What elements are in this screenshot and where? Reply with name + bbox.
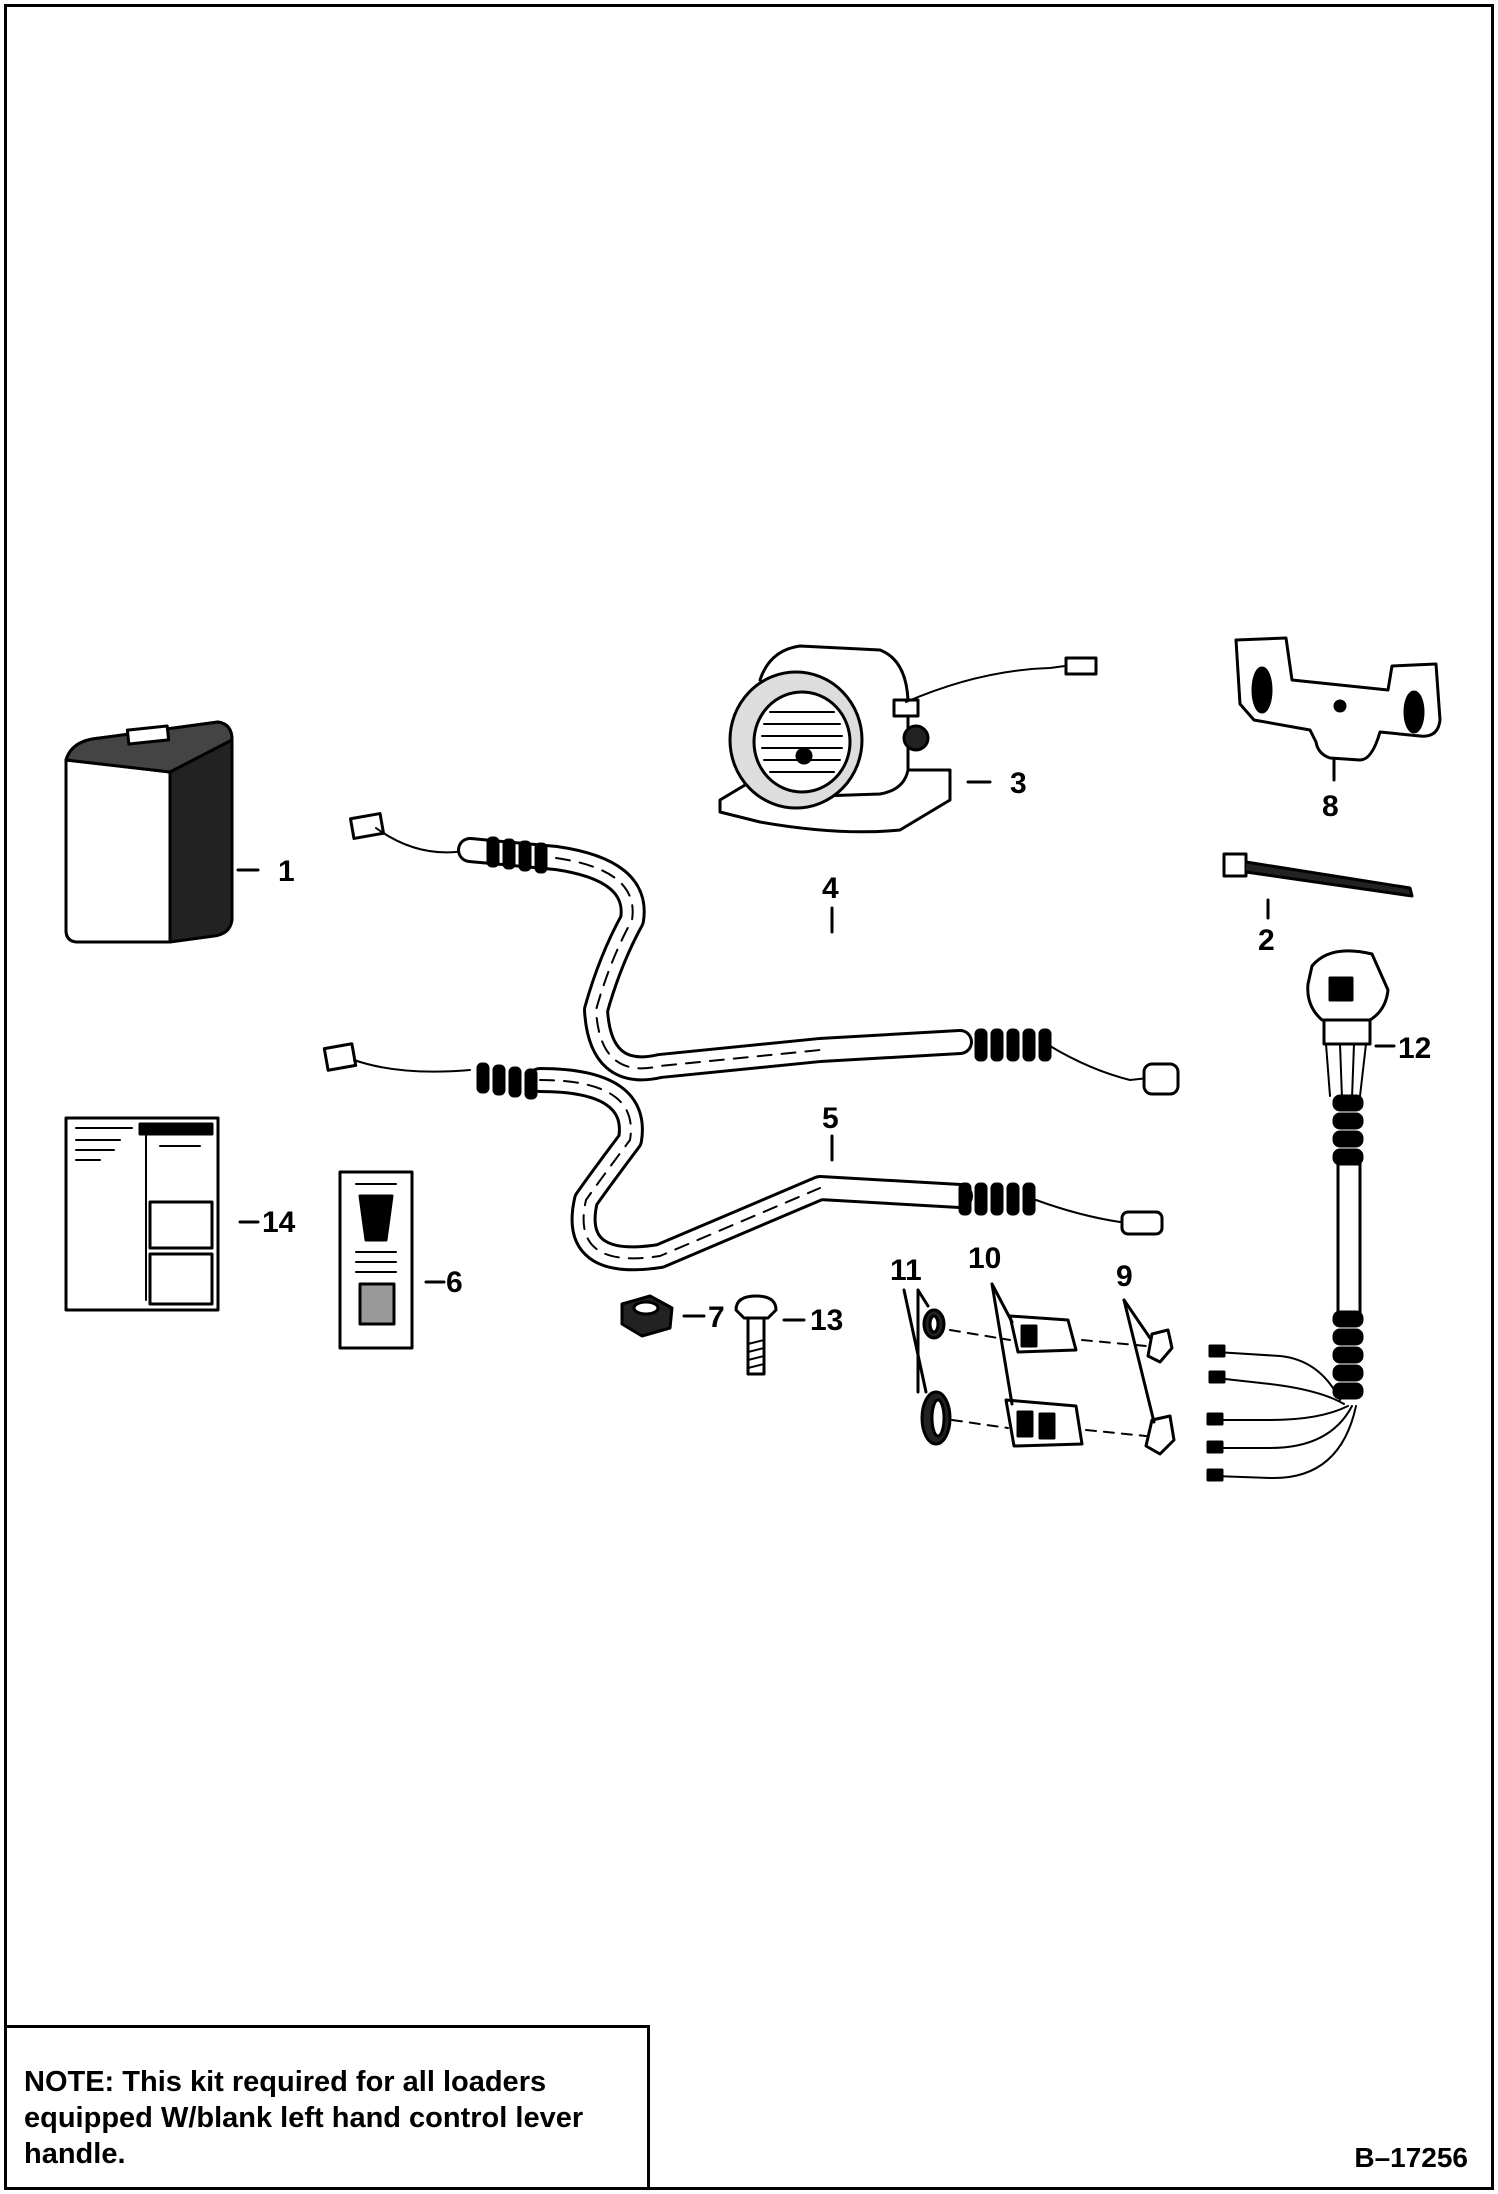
callout-2: 2: [1258, 924, 1275, 957]
connector-icon: [990, 1282, 1147, 1448]
wire-harness-icon: [348, 812, 1180, 1096]
callout-14: 14: [262, 1206, 296, 1239]
backup-alarm-icon: [718, 644, 1098, 834]
callout-1: 1: [278, 855, 295, 888]
callout-8: 8: [1322, 790, 1339, 823]
callout-10: 10: [968, 1242, 1002, 1275]
wire-harness-icon: [322, 1042, 1164, 1272]
switch-icon: [1206, 949, 1396, 1482]
note-label: NOTE:: [24, 2066, 115, 2098]
mounting-bracket-icon: [1234, 636, 1442, 782]
note-box: NOTE: This kit required for all loaders …: [4, 2025, 650, 2190]
callout-12: 12: [1398, 1032, 1432, 1065]
callout-3: 3: [1010, 767, 1027, 800]
diagram-frame: [4, 4, 1494, 2190]
callout-5: 5: [822, 1102, 839, 1135]
instruction-sheet-icon: [64, 1116, 260, 1312]
callout-4: 4: [822, 872, 839, 905]
callout-6: 6: [446, 1266, 463, 1299]
decal-icon: [338, 1170, 446, 1350]
drawing-number: B–17256: [1354, 2142, 1468, 2173]
callout-7: 7: [708, 1301, 725, 1334]
callout-9: 9: [1116, 1260, 1133, 1293]
bolt-icon: [734, 1294, 806, 1376]
cable-tie-icon: [1222, 852, 1414, 920]
callout-11: 11: [890, 1254, 922, 1287]
seal-icon: [902, 1288, 1011, 1446]
connector-clip-icon: [1122, 1298, 1176, 1456]
kit-box-icon: [64, 720, 260, 944]
note-text: This kit required for all loaders equipp…: [24, 2066, 584, 2170]
nut-icon: [620, 1294, 706, 1338]
callout-13: 13: [810, 1304, 844, 1337]
